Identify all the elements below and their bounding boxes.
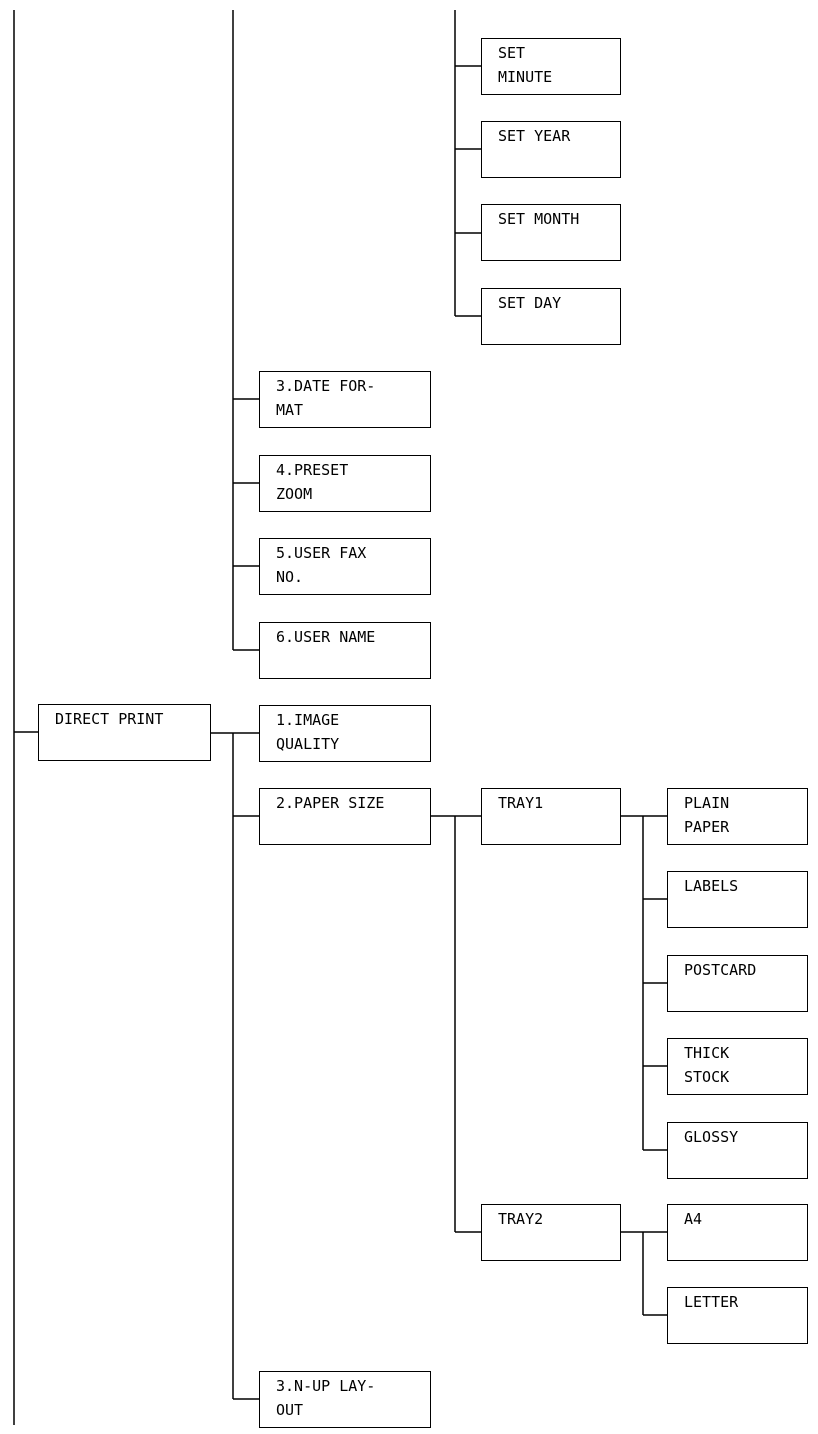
node-letter: LETTER [667,1287,808,1344]
node-set-minute: SET MINUTE [481,38,621,95]
node-label: SET DAY [498,294,562,312]
node-image-quality: 1.IMAGE QUALITY [259,705,431,762]
node-label: 2.PAPER SIZE [276,794,385,812]
node-user-name: 6.USER NAME [259,622,431,679]
node-user-fax-no: 5.USER FAX NO. [259,538,431,595]
node-label: 6.USER NAME [276,628,376,646]
node-label: NO. [276,568,304,586]
node-labels: LABELS [667,871,808,928]
node-label: 1.IMAGE [276,711,340,729]
node-label: SET [498,44,526,62]
node-label: LETTER [684,1293,739,1311]
node-set-month: SET MONTH [481,204,621,261]
node-paper-size: 2.PAPER SIZE [259,788,431,845]
node-label: DIRECT PRINT [55,710,164,728]
node-preset-zoom: 4.PRESET ZOOM [259,455,431,512]
node-label: PAPER [684,818,730,836]
node-date-format: 3.DATE FOR- MAT [259,371,431,428]
node-label: POSTCARD [684,961,757,979]
node-label: THICK [684,1044,730,1062]
node-direct-print: DIRECT PRINT [38,704,211,761]
node-label: PLAIN [684,794,730,812]
node-tray1: TRAY1 [481,788,621,845]
node-label: 3.N-UP LAY- [276,1377,376,1395]
node-a4: A4 [667,1204,808,1261]
node-label: GLOSSY [684,1128,739,1146]
node-set-day: SET DAY [481,288,621,345]
node-tray2: TRAY2 [481,1204,621,1261]
node-label: MAT [276,401,304,419]
node-label: SET YEAR [498,127,571,145]
node-glossy: GLOSSY [667,1122,808,1179]
node-label: 5.USER FAX [276,544,367,562]
node-label: TRAY1 [498,794,544,812]
node-label: MINUTE [498,68,553,86]
node-label: LABELS [684,877,739,895]
node-label: OUT [276,1401,304,1419]
node-plain-paper: PLAIN PAPER [667,788,808,845]
node-label: SET MONTH [498,210,580,228]
node-label: ZOOM [276,485,313,503]
node-label: TRAY2 [498,1210,544,1228]
node-set-year: SET YEAR [481,121,621,178]
node-label: A4 [684,1210,703,1228]
node-label: QUALITY [276,735,340,753]
node-thick-stock: THICK STOCK [667,1038,808,1095]
node-nup-layout: 3.N-UP LAY- OUT [259,1371,431,1428]
node-label: 4.PRESET [276,461,349,479]
node-postcard: POSTCARD [667,955,808,1012]
node-label: 3.DATE FOR- [276,377,376,395]
node-label: STOCK [684,1068,730,1086]
